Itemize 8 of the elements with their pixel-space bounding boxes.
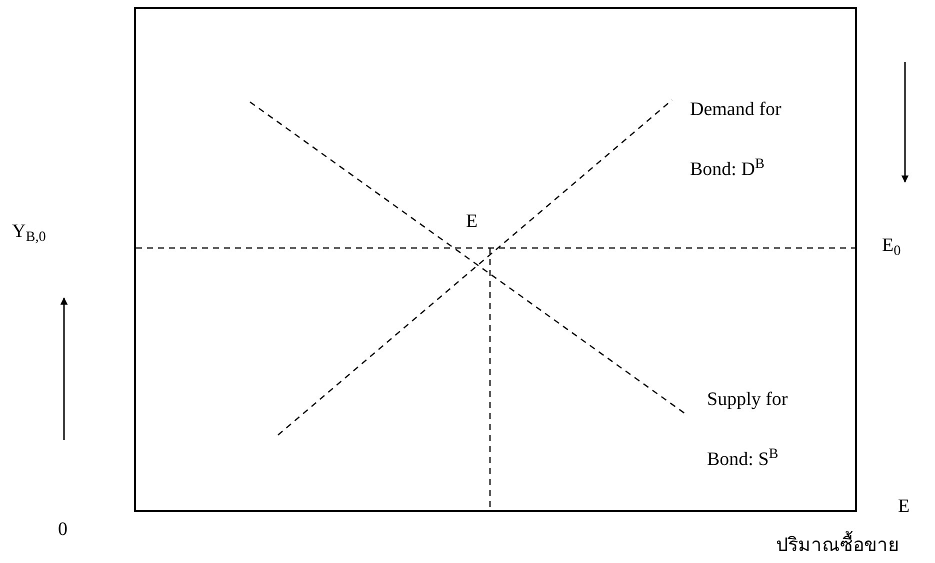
axis-label: Y$_{B,0}$ <box>12 220 46 246</box>
point-label: E$_{0}$ <box>882 234 901 260</box>
curve-label: Supply for Bond: S$^{B}$ <box>707 388 789 472</box>
axis-label: ปริมาณซื้อขาย <box>776 532 899 560</box>
curve-label: Demand for Bond: D$^{B}$ <box>690 98 782 182</box>
point-label: E <box>466 210 478 234</box>
axis-label: 0 <box>58 518 68 542</box>
point-label: E <box>898 495 910 519</box>
